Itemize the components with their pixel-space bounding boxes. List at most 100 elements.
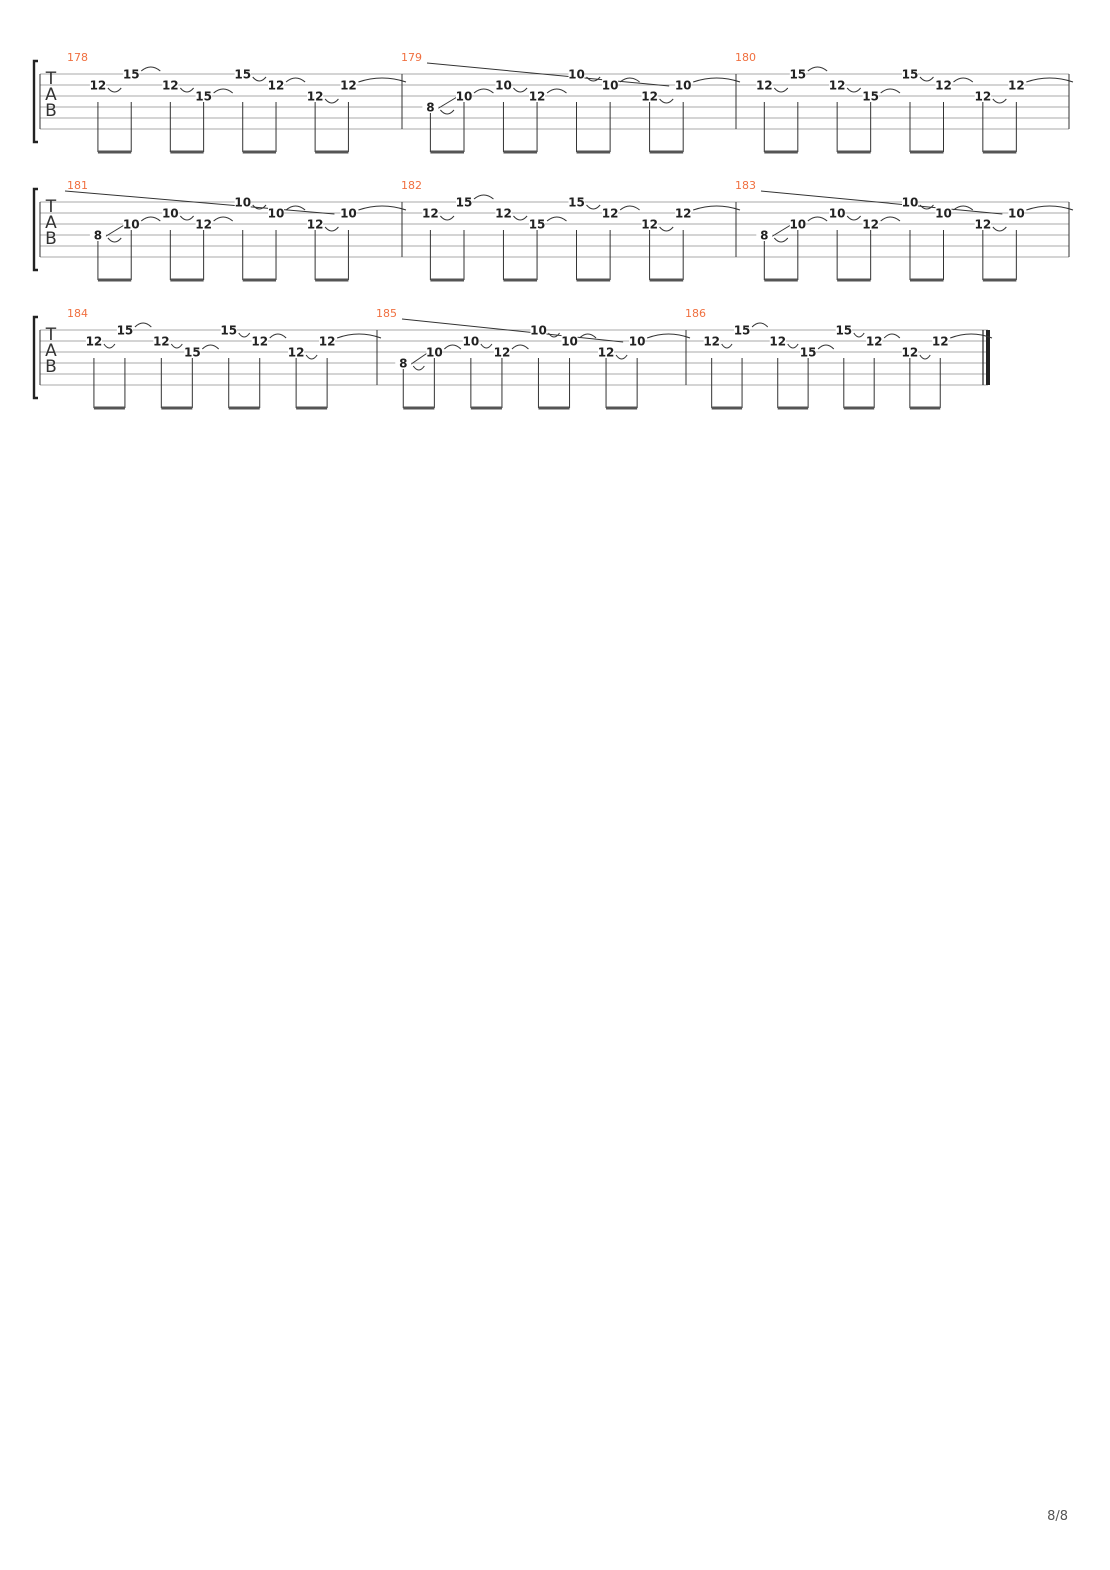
slur-arc [659,226,674,232]
slur-arc [846,215,862,221]
page-number: 8/8 [1047,1509,1068,1524]
fret-number: 15 [529,218,546,232]
slur-arc [880,216,901,222]
measure-number: 184 [67,307,88,320]
measure-number: 179 [401,51,422,64]
fret-bg [426,346,443,358]
slur-arc [548,332,560,338]
slur-arc [1026,205,1074,211]
slide-line [769,224,792,239]
slur-arc [285,205,306,211]
fret-bg [153,335,170,347]
fret-number: 12 [756,79,773,93]
slur-arc [615,354,628,360]
slur-arc [107,237,122,243]
slur-arc [619,205,640,211]
slur-arc [579,333,597,339]
slur-arc [285,77,306,83]
measure-number: 182 [401,179,422,192]
slur-arc [511,344,529,350]
fret-number: 10 [789,218,806,232]
fret-bg [340,207,357,219]
fret-bg [568,196,585,208]
slur-arc [846,87,862,93]
fret-number: 12 [641,90,658,104]
fret-number: 12 [974,218,991,232]
system-bracket [32,315,38,400]
tab-clef-letter: A [45,341,57,361]
slur-arc [619,77,640,83]
slide-line [760,190,1003,215]
fret-bg [162,79,179,91]
slide-line [426,62,670,87]
fret-number: 12 [866,335,883,349]
fret-bg [675,207,692,219]
fret-bg [974,90,991,102]
fret-number: 12 [268,79,285,93]
fret-number: 10 [602,79,619,93]
slur-arc [201,344,220,350]
slur-arc [586,76,601,82]
slur-arc [140,66,161,72]
slur-arc [880,88,901,94]
tab-clef-letter: A [45,85,57,105]
slur-arc [546,88,567,94]
tab-clef-letter: T [45,69,57,89]
slur-arc [513,87,528,93]
tab-clef-letter: A [45,213,57,233]
fret-number: 10 [268,207,285,221]
fret-bg [675,79,692,91]
fret-bg [455,90,472,102]
fret-number: 12 [598,346,615,360]
fret-bg [835,324,852,336]
tab-clef-letter: B [45,357,57,377]
slur-arc [546,216,567,222]
fret-number: 15 [220,324,237,338]
tab-system: TAB1841215121515121212185810101210101210… [32,307,993,410]
fret-number: 15 [234,68,251,82]
fret-number: 15 [184,346,201,360]
tab-system: TAB1781215121515121212179810101210101210… [32,51,1074,154]
fret-number: 12 [829,79,846,93]
fret-bg [493,346,510,358]
fret-bg [268,79,285,91]
fret-bg [234,68,251,80]
fret-number: 8 [94,229,102,243]
slur-arc [992,226,1007,232]
fret-number: 10 [561,335,578,349]
tab-clef-letter: T [45,197,57,217]
slur-arc [807,66,828,72]
fret-bg [901,346,918,358]
slur-arc [807,216,828,222]
slur-arc [324,98,339,104]
fret-bg [307,218,324,230]
slur-arc [324,226,339,232]
fret-number: 12 [153,335,170,349]
slur-arc [883,333,901,339]
slide-line [435,96,458,111]
system-bracket [32,59,38,144]
fret-number: 12 [307,90,324,104]
fret-bg [901,196,918,208]
fret-number: 12 [495,207,512,221]
slur-arc [336,333,382,339]
fret-number: 12 [641,218,658,232]
fret-number: 12 [422,207,439,221]
fret-bg [162,207,179,219]
fret-number: 12 [86,335,103,349]
fret-bg [789,68,806,80]
measure-number: 183 [735,179,756,192]
fret-number: 15 [117,324,134,338]
fret-number: 15 [902,68,919,82]
fret-number: 15 [734,324,751,338]
system-bracket [32,187,38,272]
fret-bg [568,68,585,80]
slur-arc [179,87,195,93]
slur-arc [853,332,865,338]
slur-arc [919,76,934,82]
fret-number: 10 [495,79,512,93]
